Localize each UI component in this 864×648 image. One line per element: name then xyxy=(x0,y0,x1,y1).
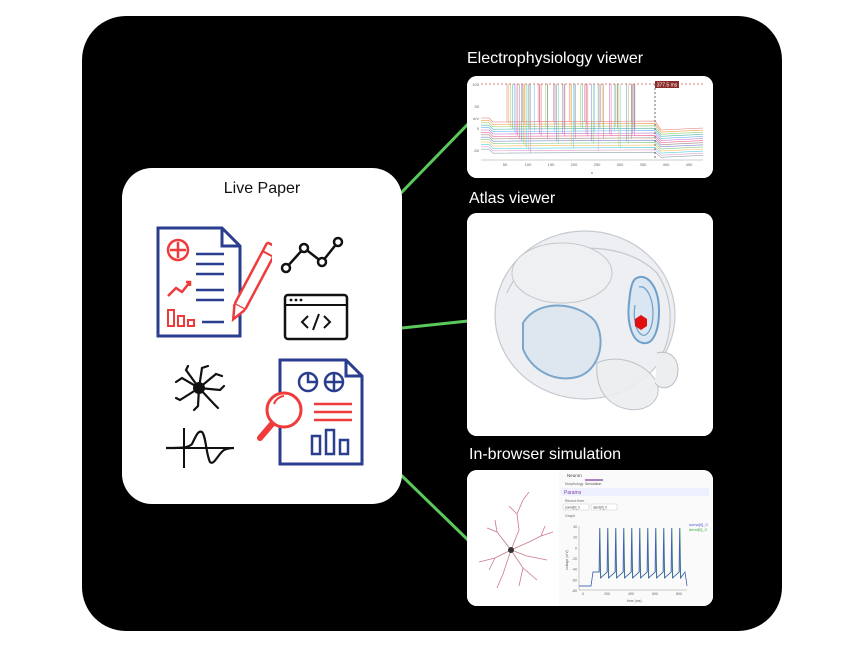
y-tick-label: 50 xyxy=(475,104,480,109)
simulation-screenshot: Neuron Morphology Simulation Params Reco… xyxy=(467,470,713,606)
sim-y-tick-label: -80 xyxy=(572,589,577,593)
x-tick-label: 300 xyxy=(617,162,624,167)
nav-morphology[interactable]: Morphology xyxy=(565,482,584,486)
sim-y-axis-label: voltage (mV) xyxy=(565,550,569,570)
sim-x-tick-labels: 0 200 400 600 800 xyxy=(582,592,682,596)
simulation-panel-title: In-browser simulation xyxy=(469,446,622,463)
x-tick-label: 250 xyxy=(594,162,601,167)
voltage-trace xyxy=(481,139,704,150)
x-tick-label: 100 xyxy=(525,162,532,167)
x-tick-label: 350 xyxy=(640,162,647,167)
sim-y-tick-labels: 40 20 0 -20 -40 -60 -80 xyxy=(572,525,577,593)
voltage-trace xyxy=(481,146,704,156)
y-tick-labels: 100 50 0 -50 xyxy=(472,82,479,153)
sim-y-tick-label: 0 xyxy=(575,546,577,550)
voltage-trace xyxy=(481,141,704,152)
simulation-voltage-plot xyxy=(578,526,688,591)
voltage-trace xyxy=(481,144,704,154)
voltage-trace xyxy=(481,129,704,141)
connector-ephys xyxy=(398,122,470,196)
connector-atlas xyxy=(401,319,469,330)
live-paper-card: Live Paper xyxy=(122,168,402,504)
code-window-icon xyxy=(283,293,349,341)
voltage-trace xyxy=(481,132,704,143)
highlighted-region-small xyxy=(627,276,661,345)
record-from-label: Record from xyxy=(565,499,584,503)
voltage-trace xyxy=(481,134,704,146)
connector-lines xyxy=(398,122,470,542)
y-tick-label: 0 xyxy=(477,126,480,131)
y-tick-label: -50 xyxy=(473,148,480,153)
sim-y-tick-label: -40 xyxy=(572,568,577,572)
record-chip-soma[interactable]: soma[0]_0 xyxy=(565,506,580,510)
atlas-panel-title: Atlas viewer xyxy=(469,190,556,207)
sim-x-tick-label: 400 xyxy=(628,592,634,596)
action-potential-icon xyxy=(165,428,235,468)
soma-marker xyxy=(508,547,514,553)
sim-x-tick-label: 0 xyxy=(582,592,584,596)
x-tick-label: 200 xyxy=(571,162,578,167)
sim-y-tick-label: 20 xyxy=(573,536,577,540)
cursor-badge: 377.5 ms xyxy=(657,83,678,89)
neuron-tab: Neuron xyxy=(567,473,582,478)
x-tick-label: 400 xyxy=(663,162,670,167)
document-magnifier-icon xyxy=(257,358,364,466)
sim-y-tick-label: 40 xyxy=(573,525,577,529)
brain-3d-render xyxy=(467,213,713,436)
sim-x-axis-label: time (ms) xyxy=(627,599,642,603)
simulation-ui: Neuron Morphology Simulation Params Reco… xyxy=(467,470,713,606)
voltage-trace xyxy=(481,136,704,148)
sim-y-tick-label: -20 xyxy=(572,557,577,561)
x-tick-label: 450 xyxy=(686,162,693,167)
neuron-morphology xyxy=(478,491,554,589)
recording-site-marker xyxy=(635,315,647,330)
x-tick-label: 150 xyxy=(548,162,555,167)
params-label: Params xyxy=(564,490,582,496)
atlas-viewer-screenshot xyxy=(467,213,713,436)
dorsal-region xyxy=(511,242,613,304)
cerebellum-region xyxy=(596,358,659,411)
sim-x-tick-label: 800 xyxy=(676,592,682,596)
brainstem-region xyxy=(654,351,679,389)
diagram-canvas: Live Paper xyxy=(82,16,782,631)
line-chart-icon xyxy=(280,236,344,274)
cursor-badge-bg xyxy=(655,81,679,88)
document-pencil-icon xyxy=(156,226,272,338)
sim-x-tick-label: 200 xyxy=(604,592,610,596)
highlighted-region-large xyxy=(522,304,602,380)
y-tick-label: 100 xyxy=(472,82,479,87)
record-chip-dend[interactable]: dend[0]_0 xyxy=(593,506,607,510)
x-tick-label: 50 xyxy=(503,162,508,167)
voltage-traces xyxy=(481,84,704,158)
voltage-trace xyxy=(481,148,704,158)
legend-soma: soma[0]_0 xyxy=(689,522,708,527)
x-axis-label: s xyxy=(591,170,593,175)
x-tick-labels: 50 100 150 200 250 300 350 400 450 xyxy=(503,162,693,167)
sim-y-tick-label: -60 xyxy=(572,578,577,582)
legend-dend: dend[0]_0 xyxy=(689,527,708,532)
y-axis-label: mV xyxy=(473,116,479,121)
ephys-panel-title: Electrophysiology viewer xyxy=(467,50,644,67)
neuron-icon xyxy=(174,364,226,412)
sim-voltage-trace xyxy=(579,527,688,587)
live-paper-title: Live Paper xyxy=(223,180,301,197)
sim-x-tick-label: 600 xyxy=(652,592,658,596)
graph-label: Graph xyxy=(565,514,575,518)
connector-simulation xyxy=(398,472,470,542)
nav-simulation[interactable]: Simulation xyxy=(585,482,601,486)
